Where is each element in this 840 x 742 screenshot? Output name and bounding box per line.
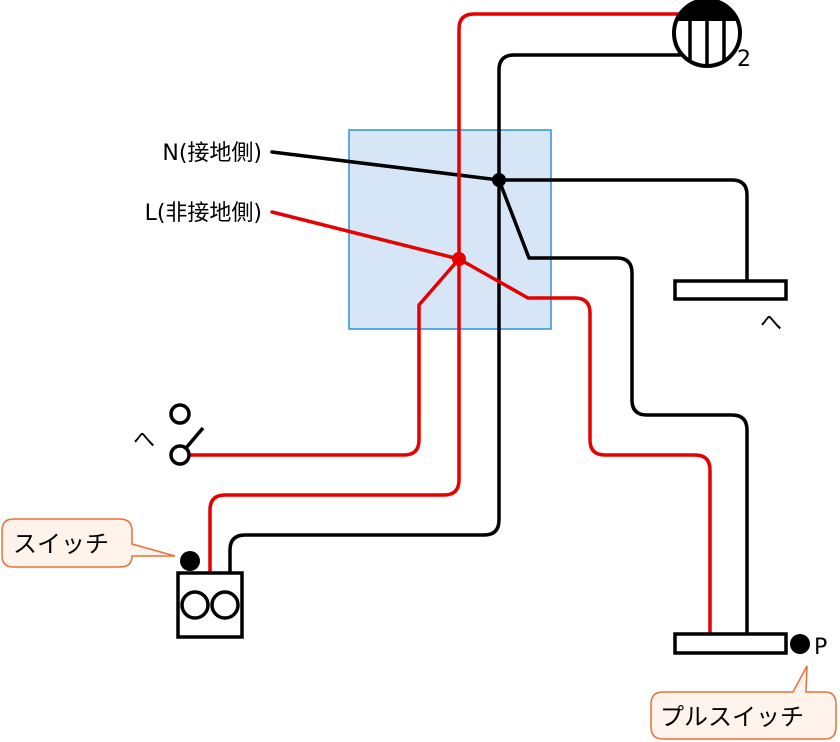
line-to-switch-box-wire: [208, 257, 461, 575]
neutral-to-lamp-he-wire: [497, 178, 749, 283]
neutral-feed-wire: [270, 150, 501, 182]
fluorescent-lamp-icon: [673, 279, 788, 301]
outlet-icon: [169, 403, 205, 466]
pull-switch-dot: [790, 634, 810, 654]
ceiling-light-icon: [672, 0, 742, 68]
neutral-to-switch-box-wire: [228, 178, 501, 575]
line-junction-dot: [452, 252, 466, 266]
lamp-number-label: 2: [737, 47, 751, 72]
lamp-he-label: へ: [760, 311, 782, 336]
neutral-label: N(接地側): [162, 141, 262, 166]
line-to-outlet-wire: [178, 257, 461, 457]
line-to-pull-switch-wire: [457, 257, 712, 636]
line-label: L(非接地側): [145, 201, 262, 226]
line-to-ceiling-light-wire: [457, 12, 696, 261]
switch-box-icon: [176, 571, 244, 639]
switch-callout-text: スイッチ: [13, 530, 109, 558]
neutral-to-ceiling-light-wire: [497, 53, 682, 182]
pull-switch-callout: プルスイッチ: [650, 665, 837, 740]
outlet-he-label: へ: [133, 428, 155, 453]
pull-switch-callout-text: プルスイッチ: [660, 703, 804, 731]
switch-callout: スイッチ: [1, 518, 176, 568]
neutral-junction-dot: [492, 173, 506, 187]
junction-box-icon: [348, 129, 552, 330]
pull-switch-icon: [673, 632, 788, 655]
switch-terminal-dot: [180, 551, 200, 571]
pull-switch-p-label: P: [814, 635, 827, 660]
neutral-to-pull-switch-lamp-wire: [497, 178, 749, 636]
line-feed-wire: [270, 210, 461, 261]
